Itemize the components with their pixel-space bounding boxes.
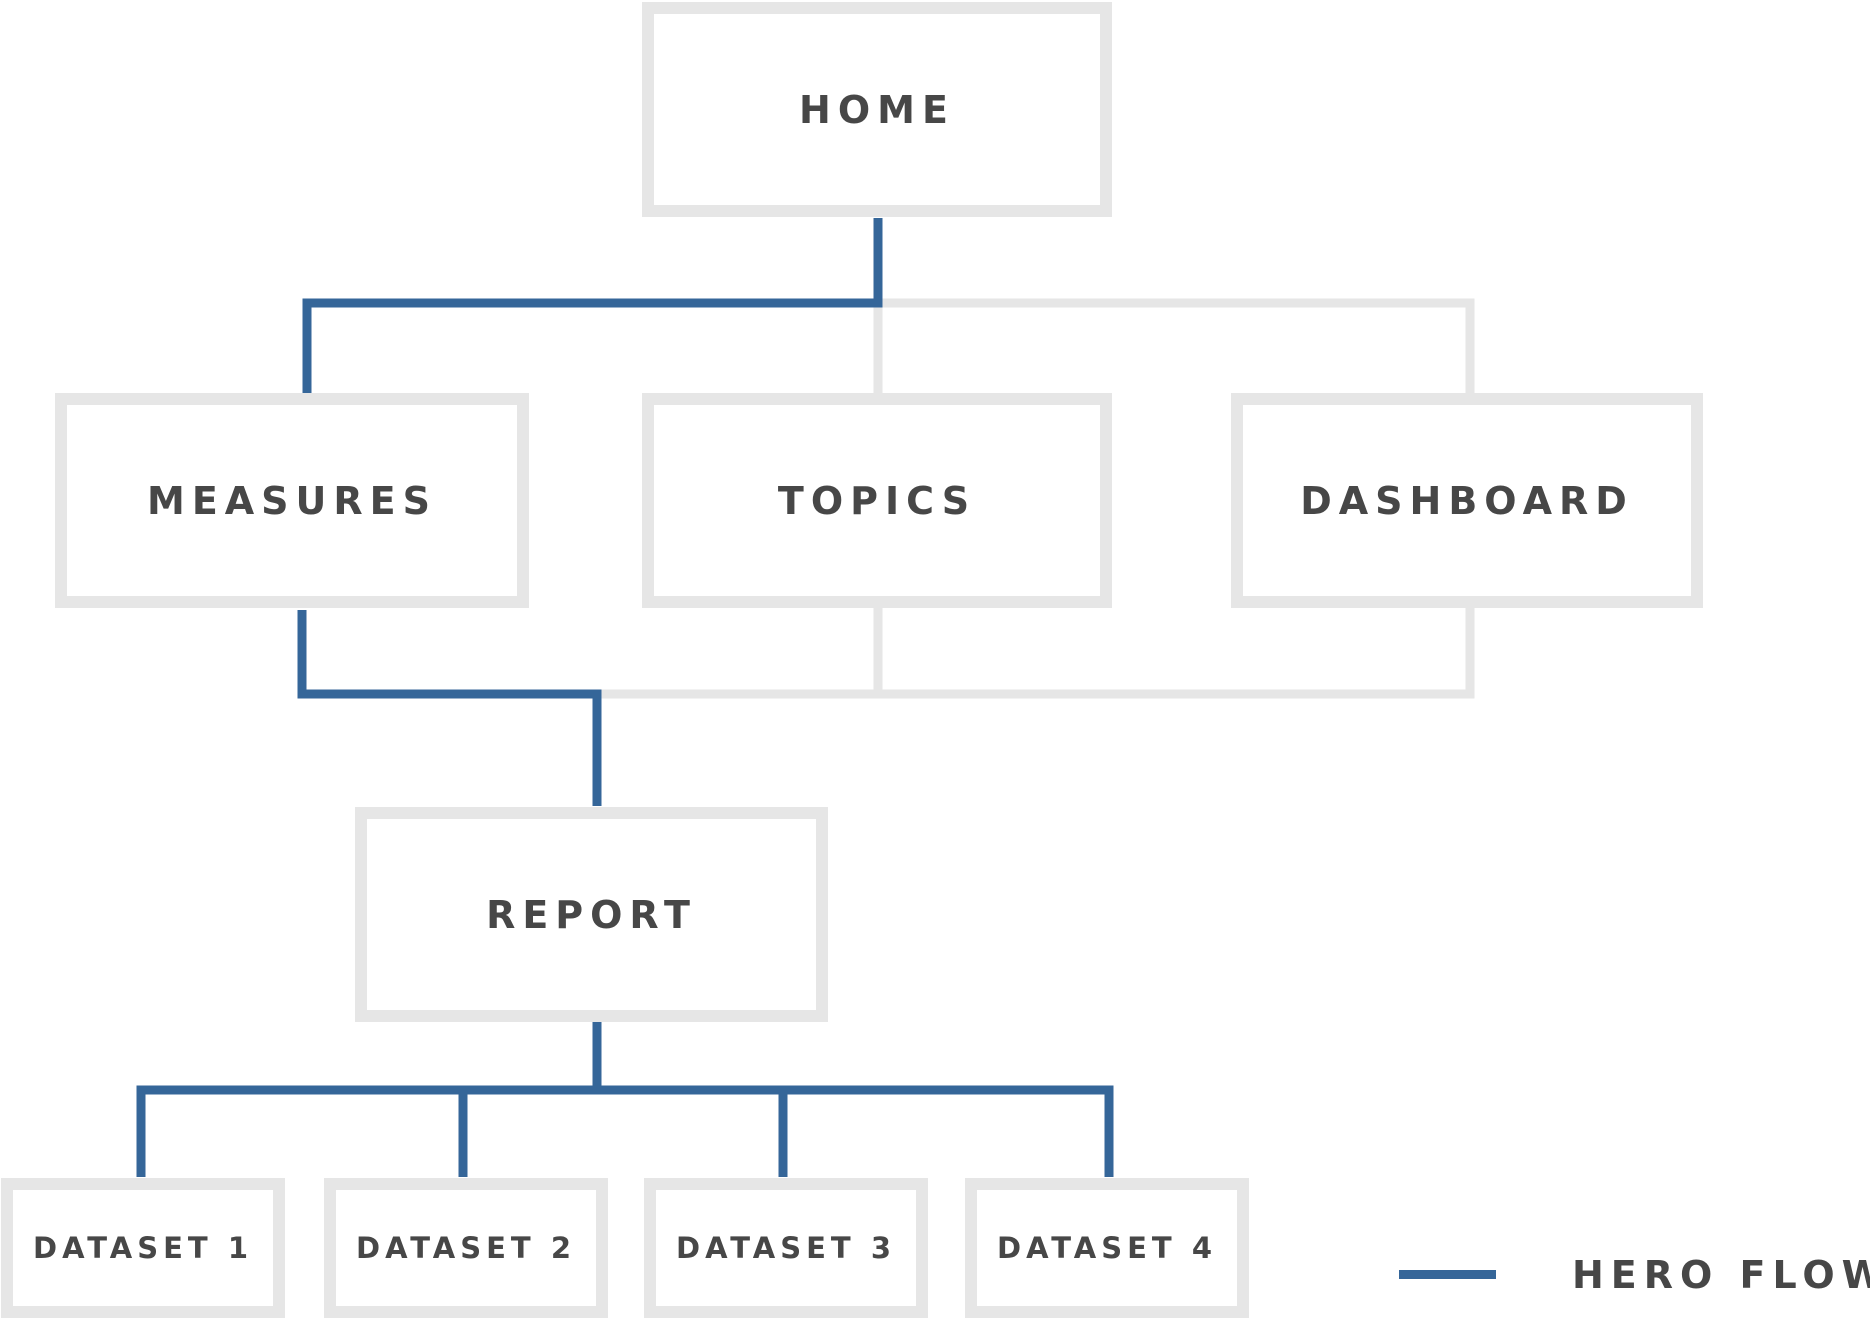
secondary-connectors [597,298,1475,699]
dataset-1-label: DATASET 1 [33,1231,253,1265]
home-box[interactable]: HOME [642,2,1112,217]
dataset-4-label: DATASET 4 [997,1231,1217,1265]
dataset-2-box[interactable]: DATASET 2 [324,1178,608,1318]
hero-flow-legend-swatch [1399,1270,1496,1279]
measures-box[interactable]: MEASURES [55,393,529,608]
hero-measures-to-report-line [297,610,602,806]
dataset-2-label: DATASET 2 [356,1231,576,1265]
dataset-1-box[interactable]: DATASET 1 [1,1178,285,1318]
topics-dashboard-to-report-line [597,603,1475,699]
hero-flow-legend-label: HERO FLOW [1572,1253,1870,1297]
home-to-topics-dashboard-line [873,298,1475,394]
dataset-3-box[interactable]: DATASET 3 [644,1178,928,1318]
dashboard-box[interactable]: DASHBOARD [1231,393,1703,608]
report-box[interactable]: REPORT [355,807,828,1022]
hero-home-to-measures-line [302,218,883,394]
dataset-3-label: DATASET 3 [676,1231,896,1265]
dashboard-label: DASHBOARD [1300,478,1634,523]
topics-label: TOPICS [777,478,977,523]
dataset-4-box[interactable]: DATASET 4 [965,1178,1249,1318]
hero-report-to-datasets-line [136,1022,1114,1177]
home-label: HOME [799,87,955,132]
report-label: REPORT [486,892,697,937]
topics-box[interactable]: TOPICS [642,393,1112,608]
hero-flow-connectors [136,218,1114,1177]
measures-label: MEASURES [147,478,437,523]
